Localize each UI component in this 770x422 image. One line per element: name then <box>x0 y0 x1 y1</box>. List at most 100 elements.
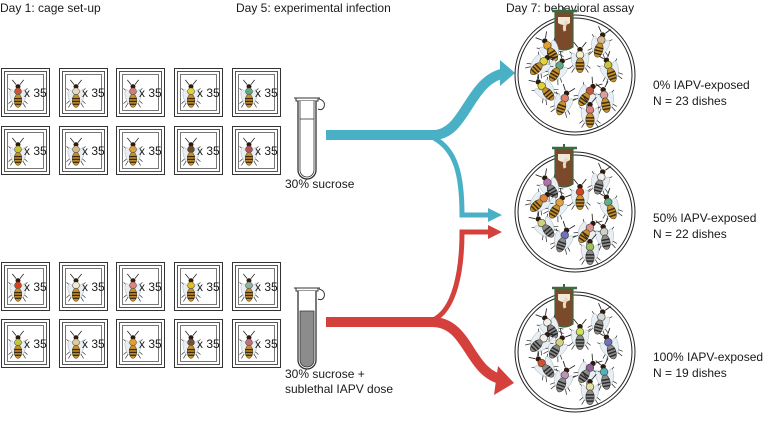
dish-bee-2 <box>543 188 572 223</box>
dish-bee-7 <box>593 81 617 115</box>
header-day5: Day 5: experimental infection <box>236 1 391 15</box>
infected-tube-icon <box>294 287 325 370</box>
bee-count-label: x 35 <box>255 280 278 294</box>
dish-bee-5 <box>550 220 576 255</box>
dish-bee-6 <box>572 353 603 388</box>
bee-icon <box>123 79 143 108</box>
cage-control-r0-c0: x 35 <box>1 68 50 117</box>
dish-bee-5 <box>550 360 576 395</box>
dish-bee-8 <box>579 96 601 128</box>
dish2-n-label: N = 19 dishes <box>653 366 727 380</box>
bee-icon <box>239 273 259 302</box>
control-arrow-stem <box>326 68 507 140</box>
bee-count-label: x 35 <box>255 86 278 100</box>
bee-count-label: x 35 <box>255 144 278 158</box>
bee-count-label: x 35 <box>82 86 105 100</box>
dish-bee-1 <box>569 318 591 350</box>
cage-infected-r1-c1: x 35 <box>59 319 108 368</box>
dish1-n-label: N = 22 dishes <box>653 227 727 241</box>
dish-bee-3 <box>597 187 623 222</box>
cage-control-r0-c4: x 35 <box>232 68 281 117</box>
dish2-group-label: 100% IAPV-exposed <box>653 350 764 364</box>
header-day7: Day 7: behavioral assay <box>506 1 635 15</box>
infected-arrow-stem <box>326 317 507 385</box>
cage-infected-r0-c3: x 35 <box>174 262 223 311</box>
control-arrow-branch <box>432 135 492 218</box>
bee-icon <box>181 79 201 108</box>
bee-icon <box>66 273 86 302</box>
dish-bee-1 <box>569 41 591 73</box>
cage-control-r1-c1: x 35 <box>59 126 108 175</box>
dish-bee-7 <box>593 218 617 252</box>
bee-icon <box>8 79 28 108</box>
dish0-n-label: N = 23 dishes <box>653 94 727 108</box>
control-arrowhead-to-dish0 <box>500 60 515 86</box>
bee-count-label: x 35 <box>24 144 47 158</box>
infected-arrow-group <box>326 225 514 395</box>
cage-infected-r1-c3: x 35 <box>174 319 223 368</box>
dish-bee-9 <box>525 324 558 357</box>
dish-bee-10 <box>587 25 613 60</box>
cage-control-r0-c3: x 35 <box>174 68 223 117</box>
dish-bee-7 <box>593 358 617 392</box>
control-arrowhead-to-dish1 <box>488 208 502 222</box>
bee-count-label: x 35 <box>24 280 47 294</box>
cage-infected-r0-c2: x 35 <box>116 262 165 311</box>
cage-control-r0-c2: x 35 <box>116 68 165 117</box>
bee-icon <box>8 137 28 166</box>
dish-bee-4 <box>528 349 560 383</box>
infected-arrow-branch <box>431 229 492 323</box>
bee-count-label: x 35 <box>82 280 105 294</box>
bee-icon <box>8 273 28 302</box>
cage-infected-r0-c1: x 35 <box>59 262 108 311</box>
bee-icon <box>66 79 86 108</box>
bee-count-label: x 35 <box>197 280 220 294</box>
bee-icon <box>181 273 201 302</box>
dish-bee-5 <box>550 83 576 118</box>
cage-control-r1-c0: x 35 <box>1 126 50 175</box>
bee-icon <box>123 273 143 302</box>
cage-infected-r1-c0: x 35 <box>1 319 50 368</box>
bee-icon <box>239 79 259 108</box>
dish-bee-8 <box>579 373 601 405</box>
dish-bee-2 <box>543 328 572 363</box>
petri-dish-2 <box>514 284 636 413</box>
cage-control-r1-c2: x 35 <box>116 126 165 175</box>
dish-bee-4 <box>528 209 560 243</box>
petri-dish-0 <box>514 7 636 136</box>
bee-count-label: x 35 <box>197 86 220 100</box>
bee-icon <box>181 330 201 359</box>
infected-arrowhead-to-dish1 <box>488 225 502 239</box>
dish1-group-label: 50% IAPV-exposed <box>653 211 757 225</box>
control-tube-icon <box>294 97 325 180</box>
cage-infected-r0-c4: x 35 <box>232 262 281 311</box>
bee-count-label: x 35 <box>82 337 105 351</box>
bee-count-label: x 35 <box>139 337 162 351</box>
bee-count-label: x 35 <box>139 280 162 294</box>
control-tube-label: 30% sucrose <box>285 177 355 191</box>
cage-infected-r1-c4: x 35 <box>232 319 281 368</box>
feeder-icon <box>552 7 577 51</box>
dish-bee-4 <box>528 72 560 106</box>
cage-control-r1-c3: x 35 <box>174 126 223 175</box>
bee-count-label: x 35 <box>24 337 47 351</box>
bee-icon <box>239 137 259 166</box>
dish-bee-2 <box>543 51 572 86</box>
dish-bee-9 <box>525 47 558 80</box>
infected-tube-label-line2: sublethal IAPV dose <box>285 382 394 396</box>
bee-icon <box>239 330 259 359</box>
dish-bee-8 <box>579 233 601 265</box>
infected-arrowhead-to-dish2 <box>494 366 514 395</box>
bee-icon <box>8 330 28 359</box>
bee-count-label: x 35 <box>197 337 220 351</box>
dish-bee-1 <box>569 178 591 210</box>
petri-dish-1 <box>514 144 636 273</box>
bee-icon <box>66 330 86 359</box>
cage-infected-r1-c2: x 35 <box>116 319 165 368</box>
bee-count-label: x 35 <box>82 144 105 158</box>
cage-infected-r0-c0: x 35 <box>1 262 50 311</box>
feeder-icon <box>552 284 577 328</box>
control-arrow-group <box>326 60 515 222</box>
header-day1: Day 1: cage set-up <box>0 1 101 15</box>
